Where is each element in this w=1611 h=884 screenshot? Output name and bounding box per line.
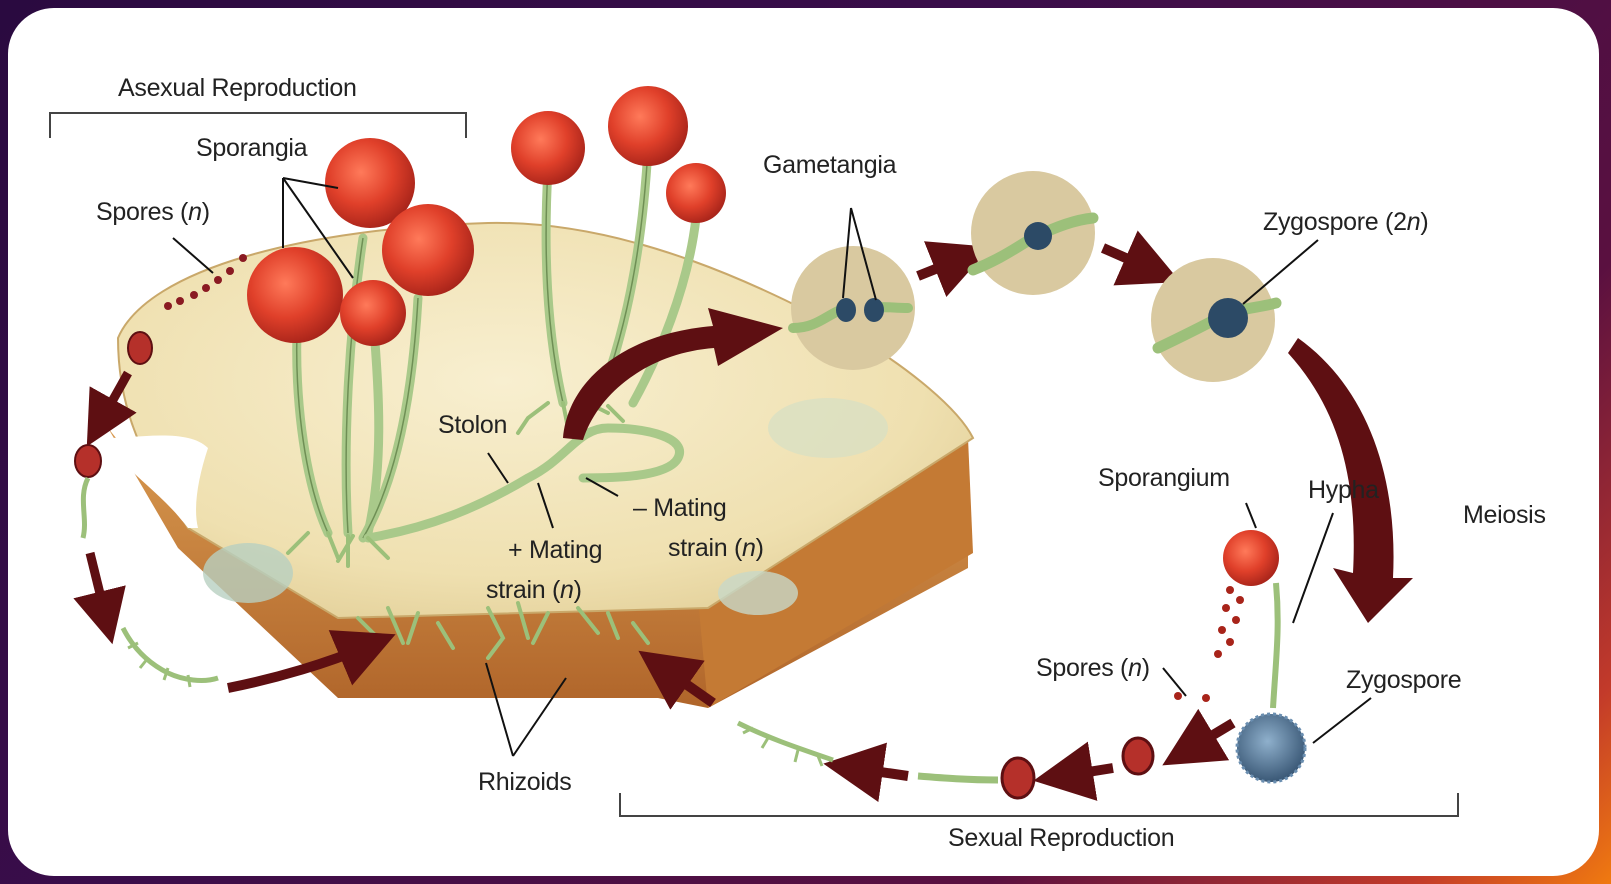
- gametangia-label: Gametangia: [763, 151, 897, 179]
- zygospore-spiky: [1237, 714, 1305, 782]
- bread-bite: [108, 436, 208, 529]
- diagram-card: Asexual Reproduction Sporangia Spores (n…: [8, 8, 1599, 876]
- spore-germinating: [128, 332, 152, 364]
- zygospore-label: Zygospore: [1346, 666, 1461, 694]
- sporangium-ball: [382, 204, 474, 296]
- bubble-gametangia: [791, 246, 915, 370]
- sporangium-label: Sporangium: [1098, 464, 1230, 492]
- asexual-reproduction-label: Asexual Reproduction: [118, 74, 357, 102]
- spores-bottom-label: Spores (n): [1036, 654, 1150, 682]
- meiosis-label: Meiosis: [1463, 501, 1546, 529]
- sporangium-small: [1223, 530, 1279, 586]
- sporangium-ball: [608, 86, 688, 166]
- sexual-bracket: [620, 793, 1458, 816]
- mold-spot: [768, 398, 888, 458]
- plus-mating-label-2: strain (n): [486, 576, 582, 604]
- bubble-fusing: [971, 171, 1095, 295]
- sporangium-ball: [247, 247, 343, 343]
- sexual-reproduction-label: Sexual Reproduction: [948, 824, 1174, 852]
- rhizopus-life-cycle-diagram: Asexual Reproduction Sporangia Spores (n…: [8, 8, 1599, 876]
- bubble-zygospore: [1151, 258, 1276, 382]
- minus-mating-label-1: – Mating: [633, 494, 727, 522]
- mold-spot: [718, 571, 798, 615]
- zygospore-2n-label: Zygospore (2n): [1263, 208, 1428, 236]
- arrow-bubble-2-3: [1103, 248, 1153, 270]
- spore-germinating: [75, 445, 101, 477]
- arrow-bubble-1-2: [918, 258, 963, 276]
- bottom-cycle: [663, 668, 1233, 798]
- rhizoids-label: Rhizoids: [478, 768, 571, 796]
- stolon-label: Stolon: [438, 411, 507, 439]
- sporangia-label: Sporangia: [196, 134, 308, 162]
- sporangium-ball: [666, 163, 726, 223]
- sporangium-ball: [340, 280, 406, 346]
- hypha-label: Hypha: [1308, 476, 1379, 504]
- spore-germinating: [1123, 738, 1153, 774]
- spore-germinating: [1002, 758, 1034, 798]
- mold-spot: [203, 543, 293, 603]
- sporangium-ball: [511, 111, 585, 185]
- plus-mating-label-1: + Mating: [508, 536, 602, 564]
- minus-mating-label-2: strain (n): [668, 534, 764, 562]
- spores-top-label: Spores (n): [96, 198, 210, 226]
